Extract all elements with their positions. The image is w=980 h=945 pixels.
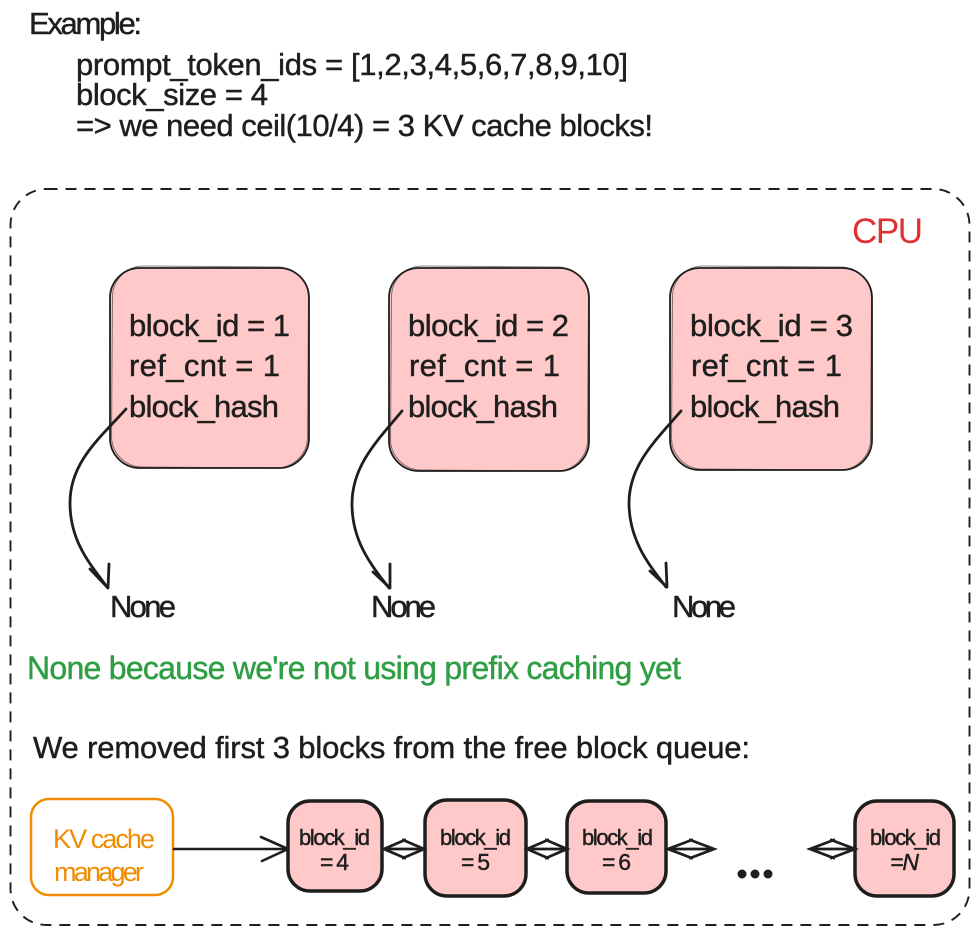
svg-text:block_hash: block_hash xyxy=(690,389,840,424)
svg-text:block_id = 1: block_id = 1 xyxy=(129,308,290,343)
svg-text:block_id: block_id xyxy=(299,825,370,850)
svg-text:None because we're not using p: None because we're not using prefix cach… xyxy=(27,650,681,686)
svg-text:block_id: block_id xyxy=(582,825,653,850)
svg-text:prompt_token_ids = [1,2,3,4,5,: prompt_token_ids = [1,2,3,4,5,6,7,8,9,10… xyxy=(76,47,628,82)
svg-text:KV cache: KV cache xyxy=(53,824,155,854)
svg-text:=> we need ceil(10/4) = 3 KV c: => we need ceil(10/4) = 3 KV cache block… xyxy=(76,108,653,143)
svg-text:None: None xyxy=(110,589,176,624)
svg-text:block_id: block_id xyxy=(870,825,941,850)
svg-text:=N: =N xyxy=(890,849,919,875)
svg-text:None: None xyxy=(672,589,736,624)
svg-text:manager: manager xyxy=(54,857,144,887)
svg-text:block_hash: block_hash xyxy=(129,389,279,424)
svg-text:ref_cnt = 1: ref_cnt = 1 xyxy=(691,348,842,383)
svg-text:We removed first 3 blocks from: We removed first 3 blocks from the free … xyxy=(33,730,750,765)
svg-text:None: None xyxy=(371,589,436,624)
svg-text:block_id = 2: block_id = 2 xyxy=(408,308,569,343)
svg-text:block_id: block_id xyxy=(440,825,511,850)
svg-text:CPU: CPU xyxy=(852,212,923,251)
svg-text:block_id = 3: block_id = 3 xyxy=(690,308,853,343)
svg-text:ref_cnt = 1: ref_cnt = 1 xyxy=(409,348,560,383)
svg-text:ref_cnt = 1: ref_cnt = 1 xyxy=(129,348,280,383)
svg-text:block_hash: block_hash xyxy=(408,389,558,424)
svg-text:Example:: Example: xyxy=(29,6,142,41)
svg-text:block_size = 4: block_size = 4 xyxy=(76,77,268,112)
